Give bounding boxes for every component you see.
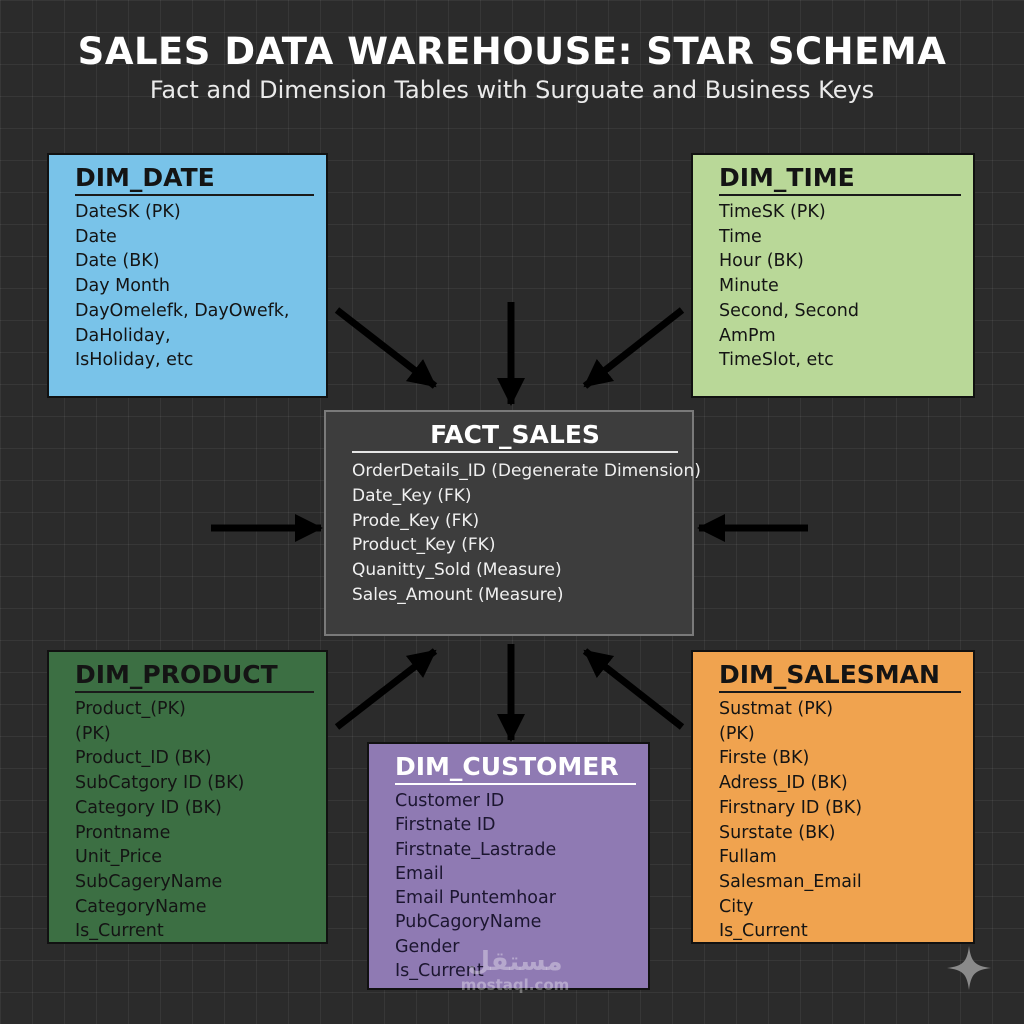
arrow-date-to-fact — [334, 307, 438, 389]
dim-date-table: DIM_DATE DateSK (PK) Date Date (BK) Day … — [47, 153, 328, 398]
dim-time-field: Hour (BK) — [719, 251, 804, 272]
dim-product-field: SubCatgory ID (BK) — [75, 773, 245, 794]
dim-customer-field: Is_Current — [395, 961, 484, 982]
dim-customer-fields: Customer ID Firstnate ID Firstnate_Lastr… — [395, 789, 636, 983]
dim-date-field: DateSK (PK) — [75, 202, 181, 222]
diagram-subtitle: Fact and Dimension Tables with Surguate … — [149, 76, 875, 104]
dim-date-field: DaHoliday, — [75, 325, 171, 346]
dim-product-field: Category ID (BK) — [75, 797, 222, 818]
fact-sales-field: Date_Key (FK) — [352, 485, 472, 506]
dim-date-field: Date (BK) — [75, 251, 160, 272]
fact-sales-field: Quanitty_Sold (Measure) — [352, 560, 562, 581]
dim-customer-field: Gender — [395, 936, 460, 957]
watermark-latin: mostaql.com — [460, 976, 570, 994]
dim-product-field: Unit_Price — [75, 847, 163, 868]
fact-sales-field: Sales_Amount (Measure) — [352, 584, 564, 605]
fact-sales-table: FACT_SALES OrderDetails_ID (Degenerate D… — [324, 410, 701, 636]
dim-customer-field: Email — [395, 863, 444, 884]
dim-salesman-title: DIM_SALESMAN — [719, 660, 961, 693]
dim-time-field: TimeSK (PK) — [719, 202, 826, 222]
sparkle-icon — [947, 946, 991, 990]
dim-date-field: Date — [75, 226, 117, 247]
dim-product-field: SubCageryName — [75, 871, 223, 892]
dim-product-table: DIM_PRODUCT Product_(PK) (PK) Product_ID… — [47, 650, 328, 944]
dim-customer-title: DIM_CUSTOMER — [395, 752, 636, 785]
dim-product-field: CategoryName — [75, 896, 207, 917]
fact-sales-fields: OrderDetails_ID (Degenerate Dimension) D… — [352, 459, 701, 608]
dim-product-field: (PK) — [75, 723, 111, 744]
dim-time-fields: TimeSK (PK) Time Hour (BK) Minute Second… — [719, 200, 961, 373]
dim-time-field: Second, Second — [719, 300, 859, 321]
dim-time-table: DIM_TIME TimeSK (PK) Time Hour (BK) Minu… — [691, 153, 975, 398]
dim-product-field: Is_Current — [75, 921, 164, 942]
dim-salesman-field: Surstate (BK) — [719, 822, 836, 843]
dim-salesman-field: Salesman_Email — [719, 871, 862, 892]
dim-time-field: AmPm — [719, 325, 776, 346]
watermark: مستقل mostaql.com — [420, 948, 610, 994]
fact-sales-field: Prode_Key (FK) — [352, 510, 480, 531]
arrow-salesman-to-fact — [582, 648, 685, 730]
dim-salesman-fields: Sustmat (PK) (PK) Firste (BK) Adress_ID … — [719, 697, 961, 944]
dim-time-field: Time — [719, 226, 762, 247]
dim-customer-field: Customer ID — [395, 791, 505, 811]
dim-salesman-table: DIM_SALESMAN Sustmat (PK) (PK) Firste (B… — [691, 650, 975, 944]
dim-customer-field: Firstnate ID — [395, 815, 496, 836]
dim-salesman-field: Firste (BK) — [719, 748, 810, 769]
dim-date-field: DayOmelefk, DayOwefk, — [75, 300, 290, 321]
fact-sales-title: FACT_SALES — [352, 420, 678, 453]
dim-customer-table: DIM_CUSTOMER Customer ID Firstnate ID Fi… — [367, 742, 650, 990]
dim-salesman-field: Is_Current — [719, 921, 808, 942]
dim-product-field: Product_(PK) — [75, 699, 186, 719]
dim-salesman-field: Firstnary ID (BK) — [719, 797, 863, 818]
dim-date-fields: DateSK (PK) Date Date (BK) Day Month Day… — [75, 200, 314, 373]
dim-date-title: DIM_DATE — [75, 163, 314, 196]
dim-product-field: Product_ID (BK) — [75, 748, 212, 769]
dim-salesman-field: (PK) — [719, 723, 755, 744]
dim-time-field: Minute — [719, 276, 779, 297]
dim-product-title: DIM_PRODUCT — [75, 660, 314, 693]
dim-customer-field: Firstnate_Lastrade — [395, 839, 557, 860]
fact-sales-field: Product_Key (FK) — [352, 535, 496, 556]
arrow-time-to-fact — [582, 307, 685, 389]
dim-salesman-field: Sustmat (PK) — [719, 699, 834, 719]
dim-product-fields: Product_(PK) (PK) Product_ID (BK) SubCat… — [75, 697, 314, 944]
dim-customer-field: PubCagoryName — [395, 912, 542, 933]
dim-time-field: TimeSlot, etc — [719, 350, 834, 371]
dim-customer-field: Email Puntemhoar — [395, 888, 556, 909]
watermark-arabic: مستقل — [467, 947, 563, 977]
dim-date-field: IsHoliday, etc — [75, 350, 194, 371]
dim-product-field: Prontname — [75, 822, 171, 843]
diagram-title: SALES DATA WAREHOUSE: STAR SCHEMA — [77, 30, 947, 73]
arrow-product-to-fact — [334, 648, 438, 730]
fact-sales-field: OrderDetails_ID (Degenerate Dimension) — [352, 461, 701, 481]
dim-date-field: Day Month — [75, 276, 170, 297]
dim-salesman-field: Adress_ID (BK) — [719, 773, 848, 794]
dim-time-title: DIM_TIME — [719, 163, 961, 196]
dim-salesman-field: City — [719, 896, 754, 917]
dim-salesman-field: Fullam — [719, 847, 777, 868]
